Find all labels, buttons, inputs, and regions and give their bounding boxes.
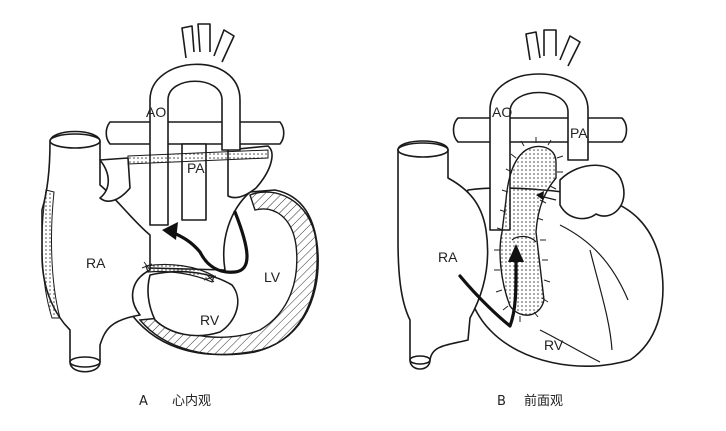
panel-b-label-rv: RV [544, 337, 564, 353]
panel-a-pa-band [127, 149, 269, 165]
panel-b-aorta [489, 73, 589, 231]
panel-b-heart [397, 29, 664, 370]
panel-b-vessel-1 [559, 224, 629, 301]
panel-a-atrium-cut-edge [41, 189, 61, 319]
panel-a-aorta-branches [181, 23, 235, 63]
panel-a-label-lv: LV [264, 269, 281, 285]
panel-a-svc-opening [49, 133, 101, 149]
panel-a-label-ao: AO [146, 104, 166, 120]
panel-b-vessel-2 [589, 249, 613, 351]
panel-a-ivc-opening [69, 356, 101, 368]
caption-b-letter: B [497, 394, 506, 409]
panel-b-pa-branches [452, 117, 628, 143]
panel-b-vessel-3 [539, 329, 601, 363]
panel-b-conduit-inner [511, 235, 537, 243]
panel-a-pa-left-flap [99, 157, 131, 202]
panel-b-aorta-branches [525, 29, 581, 67]
panel-b-label-ra: RA [438, 249, 458, 265]
panel-b-label-pa: PA [570, 125, 588, 141]
panel-a-pa-branches [105, 121, 285, 145]
panel-a-label-ra: RA [86, 255, 106, 271]
panel-a-vsd-patch [145, 263, 215, 283]
panel-a-flow-arrow [170, 210, 249, 274]
panel-a-aorta [149, 63, 241, 226]
panel-a-lv-wall [138, 191, 318, 356]
panel-a-label-rv: RV [200, 312, 220, 328]
panel-a-rv-cavity [147, 270, 239, 337]
panel-b-flow-arrow [458, 256, 518, 328]
panel-a-suture-right [203, 273, 217, 283]
panel-a-label-pa: PA [187, 160, 205, 176]
panel-b-ivc-opening [409, 355, 431, 365]
panel-b-arrow-head [508, 244, 524, 262]
panel-b-sutures [494, 137, 564, 322]
panel-a-heart [41, 23, 319, 373]
panel-b-svc-opening [397, 142, 449, 158]
panel-b-right-atrium [397, 140, 489, 370]
panel-a-arrow-head [162, 222, 178, 240]
panel-b-label-ao: AO [492, 104, 512, 120]
panel-b-pa-root [559, 164, 625, 220]
caption-b-text: 前面观 [524, 393, 563, 409]
panel-b-small-arrow-head [536, 191, 544, 200]
panel-a-pa-trunk [181, 143, 207, 221]
panel-a-right-atrium [41, 130, 151, 373]
caption-a-text: 心内观 [172, 393, 211, 409]
caption-a-letter: A [139, 394, 148, 409]
panel-b-conduit [499, 145, 557, 316]
panel-a-suture-left [141, 261, 153, 271]
